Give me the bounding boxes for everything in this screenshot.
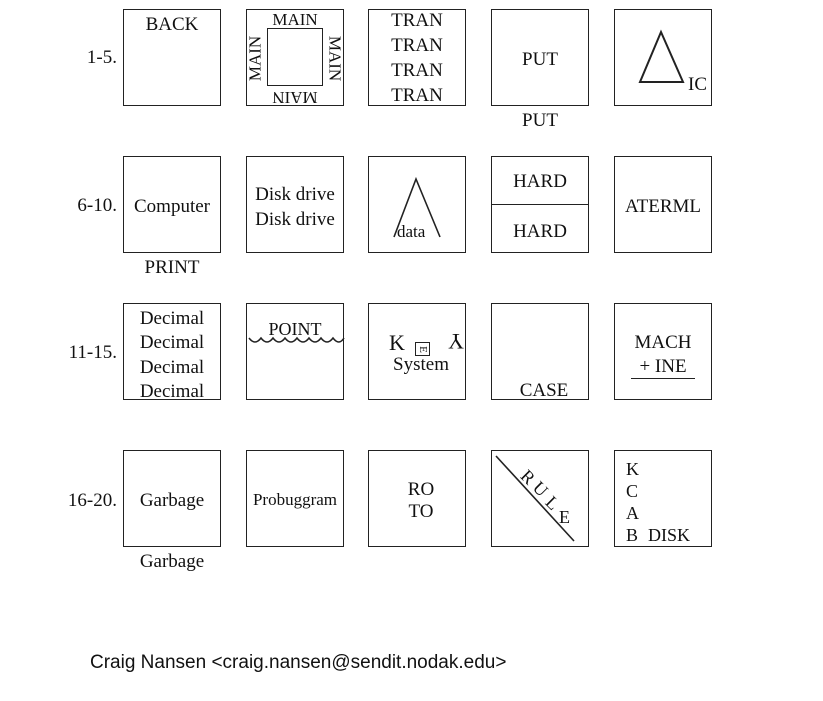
puzzle-11-line: Decimal — [139, 308, 205, 329]
puzzle-12: POINT — [246, 303, 345, 400]
puzzle-1-text: BACK — [145, 14, 199, 35]
puzzle-20: K C A B DISK — [614, 450, 712, 547]
puzzle-11-line: Decimal — [139, 332, 205, 353]
puzzle-13-y: Y — [448, 329, 464, 354]
puzzle-4: PUT — [491, 9, 589, 106]
puzzle-3-line: TRAN — [391, 60, 443, 81]
puzzle-20-letter: K — [626, 459, 639, 479]
puzzle-16-inside: Garbage — [139, 490, 205, 511]
puzzle-5-text: IC — [688, 74, 707, 95]
puzzle-19-diagonal-line — [495, 455, 575, 542]
puzzle-6-inside: Computer — [134, 196, 210, 217]
puzzle-4-below: PUT — [522, 110, 558, 131]
puzzle-16-below: Garbage — [139, 551, 205, 572]
row-label-1-5: 1-5. — [86, 47, 117, 68]
puzzle-4-inside: PUT — [522, 49, 558, 70]
puzzle-18-line: RO — [407, 479, 435, 500]
puzzle-13-e-box: E — [415, 342, 430, 356]
puzzle-11-line: Decimal — [139, 357, 205, 378]
puzzle-20-letter: A — [626, 503, 639, 523]
puzzle-18: RO TO — [368, 450, 466, 547]
puzzle-12-text: POINT — [268, 319, 322, 339]
puzzle-7: Disk drive Disk drive — [246, 156, 344, 253]
puzzle-3: TRAN TRAN TRAN TRAN — [368, 9, 466, 106]
row-label-16-20: 16-20. — [67, 490, 117, 511]
puzzle-14-text: CASE — [519, 380, 569, 401]
puzzle-2: MAIN MAIN MAIN MAIN — [245, 9, 345, 107]
puzzle-2-left-word: MAIN — [245, 35, 265, 82]
puzzle-6: Computer — [123, 156, 221, 253]
puzzle-8: data — [368, 156, 466, 253]
puzzle-5: IC — [614, 9, 712, 106]
puzzle-14: CASE — [491, 303, 589, 400]
puzzle-9-divider — [492, 204, 588, 205]
puzzle-15-bottom: + INE — [639, 356, 687, 377]
puzzle-10: ATERML — [614, 156, 712, 253]
puzzle-13-k: K — [389, 330, 405, 355]
puzzle-15-underline — [631, 378, 695, 379]
puzzle-5-triangle-icon — [638, 29, 685, 83]
puzzle-2-inner-square — [267, 28, 323, 86]
puzzle-2-bottom-word: MAIN — [272, 88, 318, 107]
puzzle-2-right-word: MAIN — [325, 35, 345, 82]
puzzle-1: BACK — [123, 9, 221, 106]
puzzle-7-line: Disk drive — [255, 184, 335, 205]
puzzle-7-line: Disk drive — [255, 209, 335, 230]
puzzle-3-line: TRAN — [391, 85, 443, 106]
puzzle-20-letter: B — [626, 525, 639, 545]
puzzle-3-line: TRAN — [391, 10, 443, 31]
puzzle-15-top: MACH — [634, 332, 692, 353]
puzzle-19: R U L E — [491, 450, 589, 547]
puzzle-9-top: HARD — [513, 171, 567, 192]
puzzle-2-top-word: MAIN — [272, 10, 318, 29]
puzzle-9: HARD HARD — [491, 156, 589, 253]
row-label-11-15: 11-15. — [68, 342, 117, 363]
puzzle-19-letter-e: E — [559, 507, 570, 527]
puzzle-20-disk: DISK — [648, 525, 691, 545]
puzzle-17: Probuggram — [246, 450, 344, 547]
row-label-6-10: 6-10. — [77, 195, 117, 216]
puzzle-15: MACH + INE — [614, 303, 712, 400]
author-credit: Craig Nansen <craig.nansen@sendit.nodak.… — [90, 652, 507, 673]
puzzle-6-below: PRINT — [144, 257, 200, 278]
puzzle-17-text: Probuggram — [252, 490, 338, 509]
puzzle-13-system: System — [393, 354, 449, 375]
puzzle-12-wavy-line — [248, 336, 345, 343]
puzzle-8-text: data — [397, 222, 426, 241]
puzzle-9-bottom: HARD — [513, 221, 567, 242]
puzzle-16: Garbage — [123, 450, 221, 547]
puzzle-20-letter: C — [626, 481, 639, 501]
puzzle-8-peak-icon — [393, 176, 441, 238]
puzzle-13: K E Y System — [368, 303, 466, 400]
puzzle-11-line: Decimal — [139, 381, 205, 402]
puzzle-3-line: TRAN — [391, 35, 443, 56]
puzzle-10-text: ATERML — [625, 196, 701, 217]
puzzle-18-line: TO — [408, 501, 434, 522]
puzzle-11: Decimal Decimal Decimal Decimal — [123, 303, 221, 402]
